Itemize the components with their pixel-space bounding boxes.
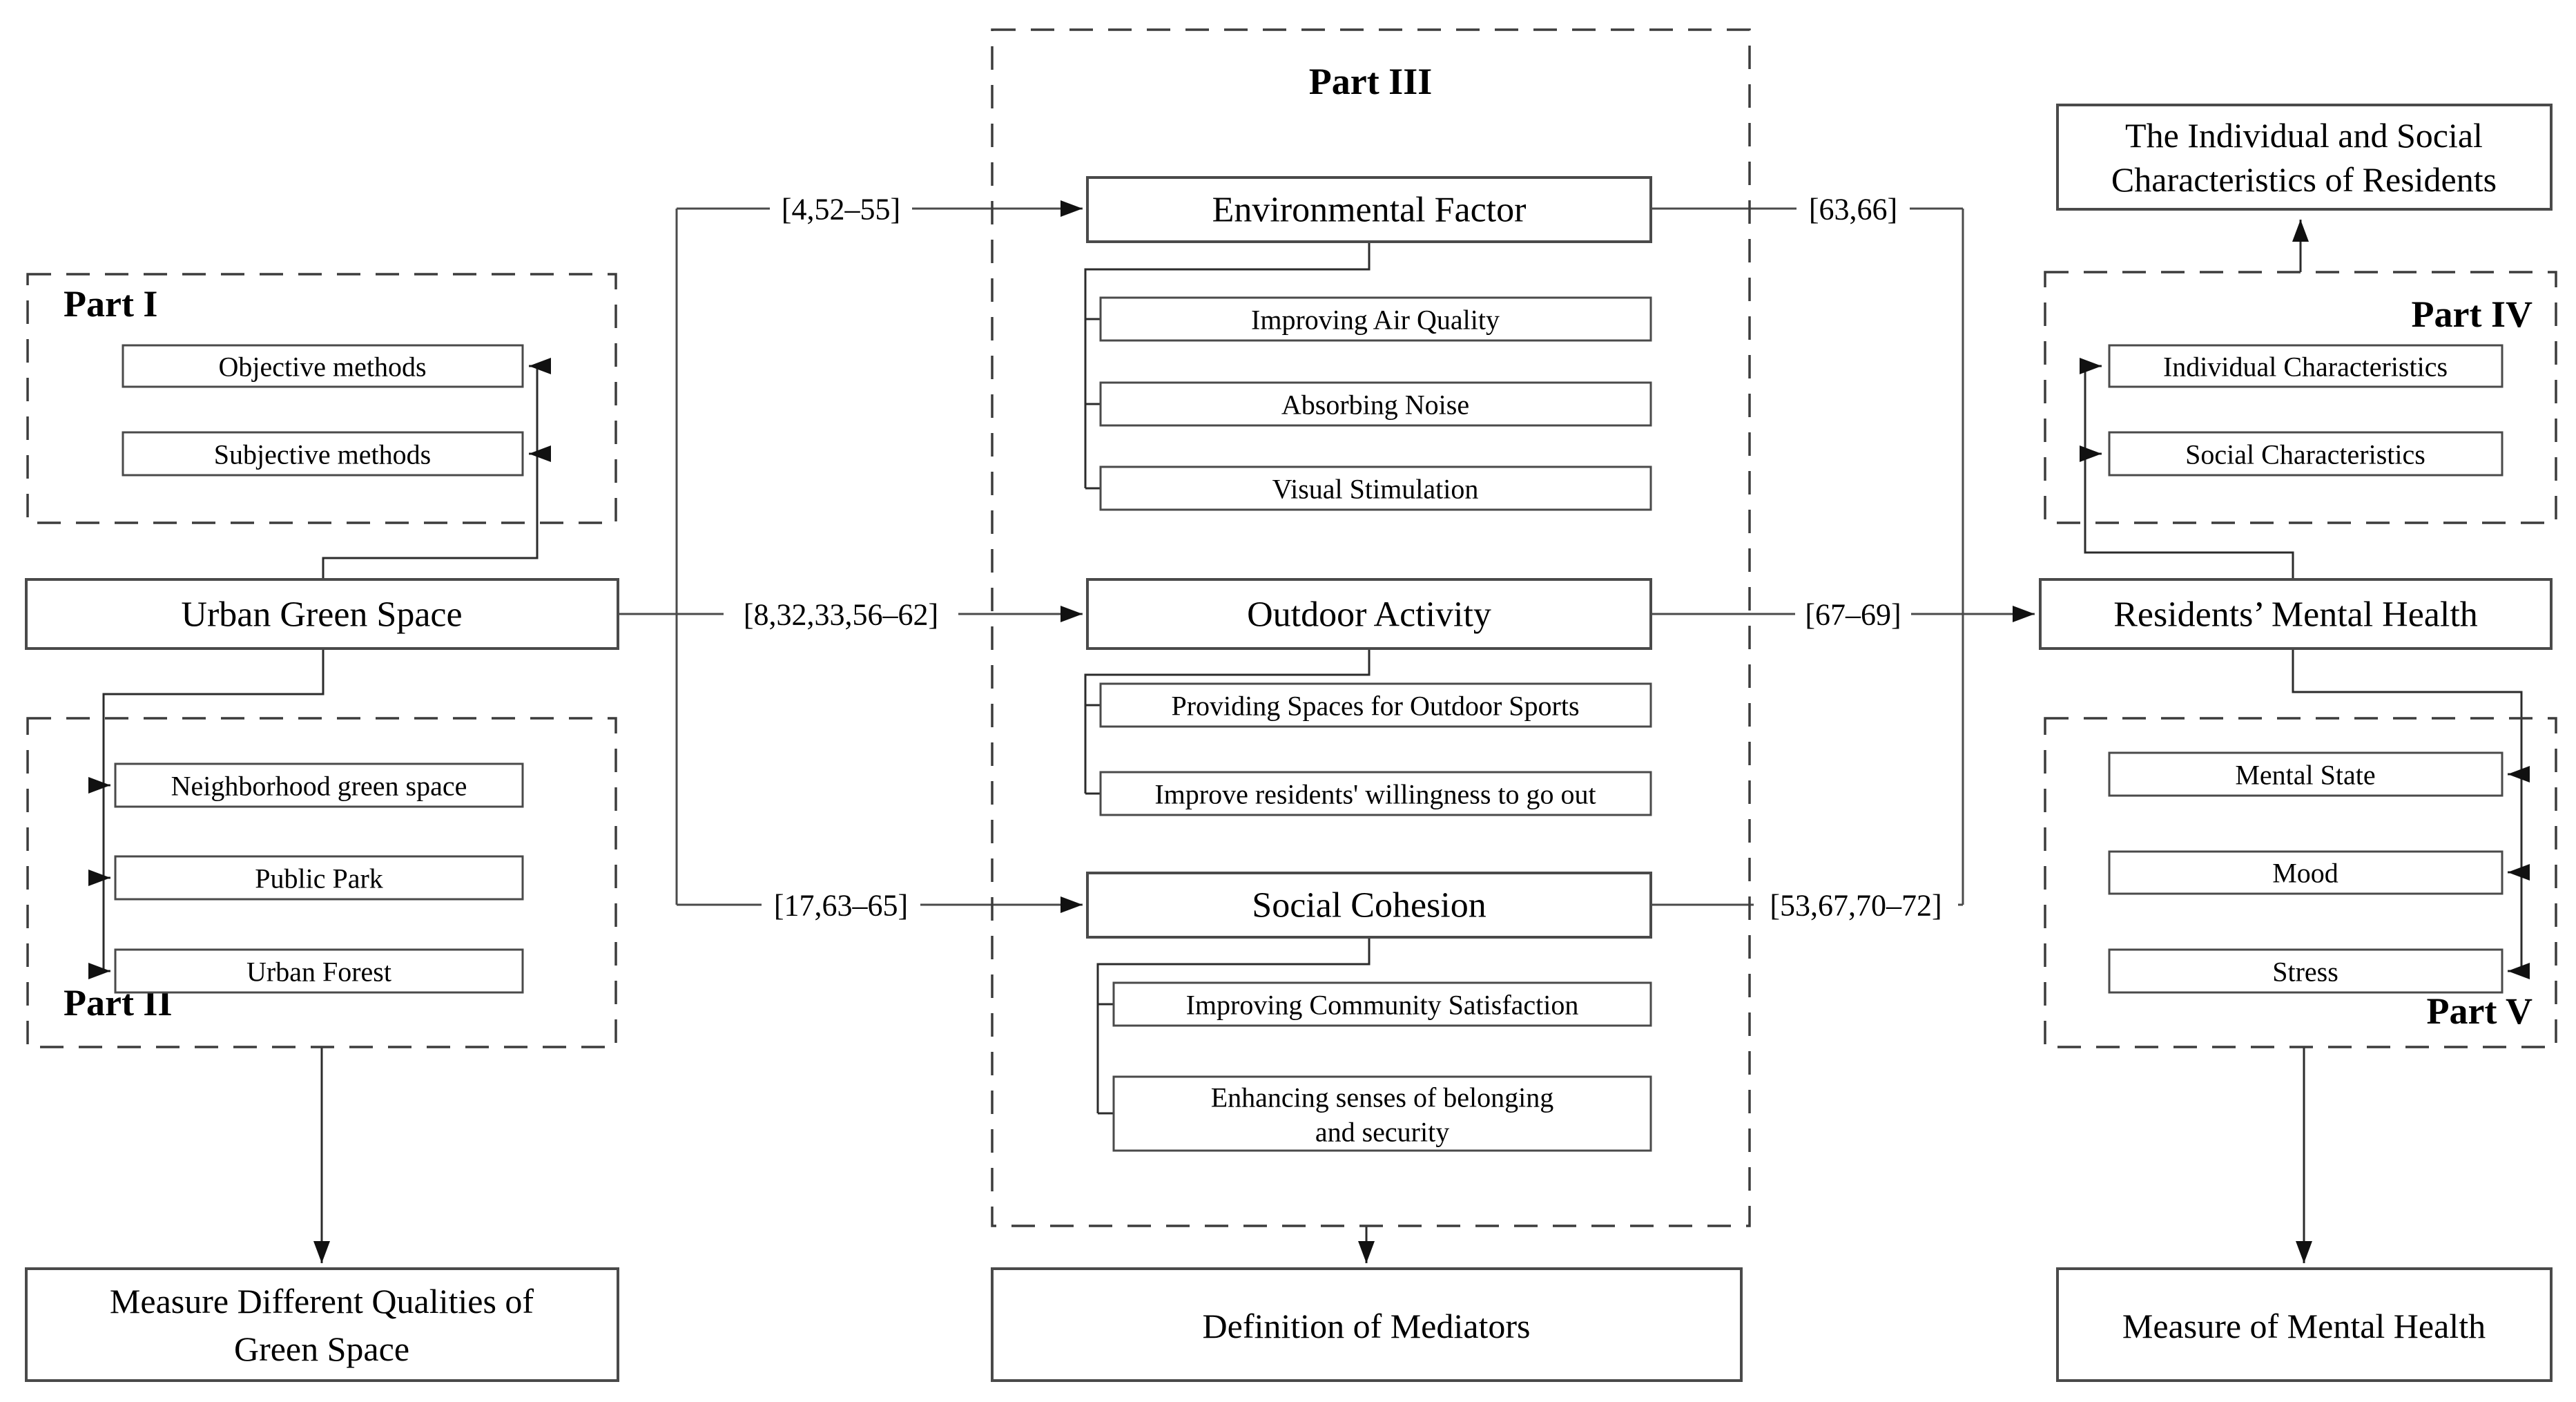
individual-social-box [2056,104,2553,211]
improving-satisfaction-box [1112,981,1652,1027]
improve-willingness-box [1099,771,1652,816]
individual-characteristics-box [2108,344,2504,388]
citation-social-out-bg [1754,885,1958,924]
enhancing-belonging-box [1112,1075,1652,1152]
mental-state-box [2108,751,2504,797]
improving-satisfaction-label: Improving Community Satisfaction [1186,990,1579,1021]
urban-green-space-box [25,578,619,650]
social-cohesion-label: Social Cohesion [1252,886,1486,925]
measure-mental-health-label: Measure of Mental Health [2122,1307,2486,1345]
citation-outdoor-out: [67–69] [1805,598,1901,632]
improve-willingness-label: Improve residents' willingness to go out [1154,779,1596,810]
providing-spaces-box [1099,682,1652,728]
public-park-label: Public Park [255,863,383,894]
urban-forest-box [114,948,524,994]
absorbing-noise-box [1099,381,1652,427]
urban-forest-label: Urban Forest [246,957,391,988]
residents-mental-health-label: Residents’ Mental Health [2113,595,2478,635]
citation-env-out-bg [1797,189,1910,228]
individual-social-line2: Characteristics of Residents [2111,160,2497,199]
connector-social-cohesion-subs [1096,937,1371,1113]
improving-air-quality-label: Improving Air Quality [1251,305,1500,336]
citation-env-in-bg [770,189,912,228]
measure-green-space-box [25,1267,619,1382]
outdoor-activity-label: Outdoor Activity [1247,595,1491,635]
citation-outdoor-out-bg [1795,595,1911,633]
social-characteristics-box [2108,431,2504,477]
mood-box [2108,850,2504,895]
absorbing-noise-label: Absorbing Noise [1281,390,1469,421]
social-characteristics-label: Social Characteristics [2185,439,2425,470]
connector-ugs-to-part1 [322,366,539,579]
objective-methods-box [122,344,524,388]
visual-stimulation-label: Visual Stimulation [1272,474,1479,505]
environmental-factor-label: Environmental Factor [1212,191,1527,230]
environmental-factor-box [1086,176,1652,243]
citation-env-out: [63,66] [1809,193,1897,227]
outdoor-activity-box [1086,578,1652,650]
part1-container [26,273,617,524]
stress-label: Stress [2272,957,2338,988]
citation-social-in: [17,63–65] [774,889,908,923]
urban-green-space-label: Urban Green Space [181,595,462,635]
measure-mental-health-box [2056,1267,2553,1382]
individual-characteristics-label: Individual Characteristics [2163,352,2448,383]
connector-outdoor-activity-subs [1084,649,1371,794]
enhancing-belonging-line2: and security [1315,1117,1449,1148]
citation-env-in: [4,52–55] [782,193,900,227]
connector-env-factor-subs [1084,242,1371,488]
social-cohesion-box [1086,872,1652,939]
objective-methods-label: Objective methods [218,352,426,383]
citation-outdoor-in-bg [724,595,958,633]
individual-social-line1: The Individual and Social [2125,116,2483,155]
providing-spaces-label: Providing Spaces for Outdoor Sports [1171,691,1579,722]
residents-mental-health-box [2039,578,2553,650]
part5-label: Part V [2427,990,2533,1032]
mood-label: Mood [2272,858,2338,889]
subjective-methods-label: Subjective methods [214,439,431,470]
part4-container [2044,271,2557,524]
connector-ugs-to-part2 [102,649,325,971]
stress-box [2108,948,2504,994]
improving-air-quality-box [1099,296,1652,342]
definition-mediators-box [991,1267,1743,1382]
part2-container [26,717,617,1048]
neighborhood-green-space-box [114,762,524,808]
definition-mediators-label: Definition of Mediators [1203,1307,1531,1345]
neighborhood-green-space-label: Neighborhood green space [171,771,467,802]
public-park-box [114,855,524,901]
citation-outdoor-in: [8,32,33,56–62] [744,598,938,632]
measure-green-space-line1: Measure Different Qualities of [110,1282,534,1321]
part5-container [2044,717,2557,1048]
citation-social-out: [53,67,70–72] [1770,889,1941,923]
part3-label: Part III [1309,61,1432,102]
mental-state-label: Mental State [2235,760,2375,791]
connector-rmh-to-part5 [2292,649,2523,971]
subjective-methods-box [122,431,524,477]
measure-green-space-line2: Green Space [234,1329,409,1368]
part1-label: Part I [64,283,157,325]
citation-social-in-bg [762,885,920,924]
visual-stimulation-box [1099,465,1652,511]
enhancing-belonging-line1: Enhancing senses of belonging [1211,1082,1554,1113]
part3-container [991,28,1751,1227]
part4-label: Part IV [2412,294,2533,335]
